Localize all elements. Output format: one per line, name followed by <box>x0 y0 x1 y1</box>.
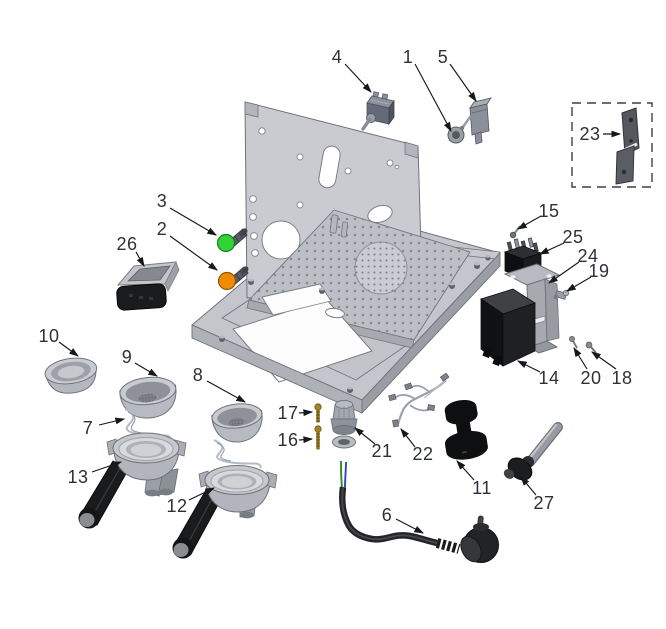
part-label-19: 19 <box>588 261 609 281</box>
part-label-12: 12 <box>166 496 187 516</box>
part-label-9: 9 <box>122 347 133 367</box>
part-label-5: 5 <box>438 47 449 67</box>
part-label-26: 26 <box>116 234 137 254</box>
part-label-24: 24 <box>577 246 598 266</box>
part-label-7: 7 <box>83 418 94 438</box>
part-filter-basket-small <box>211 403 263 443</box>
part-blind-filter-basket <box>44 357 98 394</box>
part-label-18: 18 <box>611 368 632 388</box>
part-control-box <box>480 288 536 367</box>
leader-lines <box>58 63 622 534</box>
part-label-15: 15 <box>538 201 559 221</box>
part-label-22: 22 <box>412 444 433 464</box>
part-label-17: 17 <box>277 403 298 423</box>
part-labels: 1 2 3 4 5 6 7 8 9 10 11 12 13 14 15 16 1… <box>38 47 632 525</box>
part-label-11: 11 <box>472 478 492 498</box>
part-brass-screw-long <box>314 425 322 450</box>
part-portafilter-double <box>78 432 187 529</box>
part-label-20: 20 <box>580 368 601 388</box>
part-label-1: 1 <box>403 47 414 67</box>
part-label-6: 6 <box>382 505 393 525</box>
part-indicator-lamp-orange <box>217 266 249 291</box>
part-label-25: 25 <box>562 227 583 247</box>
part-portafilter-single <box>172 465 278 559</box>
part-label-3: 3 <box>157 191 168 211</box>
part-tamper <box>444 399 488 460</box>
part-brass-screw-short <box>314 403 322 423</box>
part-label-27: 27 <box>533 493 554 513</box>
part-power-cord <box>338 460 499 563</box>
part-label-16: 16 <box>277 430 298 450</box>
part-screw-18 <box>585 341 597 354</box>
part-screw-15 <box>509 225 521 239</box>
part-label-14: 14 <box>538 368 559 388</box>
part-label-21: 21 <box>371 441 392 461</box>
part-cable-gland <box>330 400 358 449</box>
part-wiring-harness <box>388 372 450 428</box>
part-filter-basket-large <box>119 376 177 419</box>
part-label-23: 23 <box>579 124 600 144</box>
part-screw-20 <box>569 336 578 349</box>
part-label-10: 10 <box>38 326 59 346</box>
part-bracket-callout <box>571 102 653 188</box>
part-micro-switch <box>459 97 492 145</box>
part-label-13: 13 <box>67 467 88 487</box>
part-spring-clip-2 <box>213 439 262 469</box>
part-terminal-block <box>503 237 543 279</box>
part-label-2: 2 <box>157 219 168 239</box>
dashed-callout-box <box>571 102 653 188</box>
part-service-tool <box>503 422 563 481</box>
part-toggle-switch <box>361 91 395 131</box>
chassis-bolts <box>219 254 491 393</box>
chassis-frame <box>191 101 501 414</box>
part-power-inlet-module <box>116 261 180 311</box>
part-label-8: 8 <box>193 365 204 385</box>
part-indicator-lamp-green <box>216 228 248 253</box>
part-stud-19 <box>553 289 570 300</box>
part-label-4: 4 <box>332 47 343 67</box>
